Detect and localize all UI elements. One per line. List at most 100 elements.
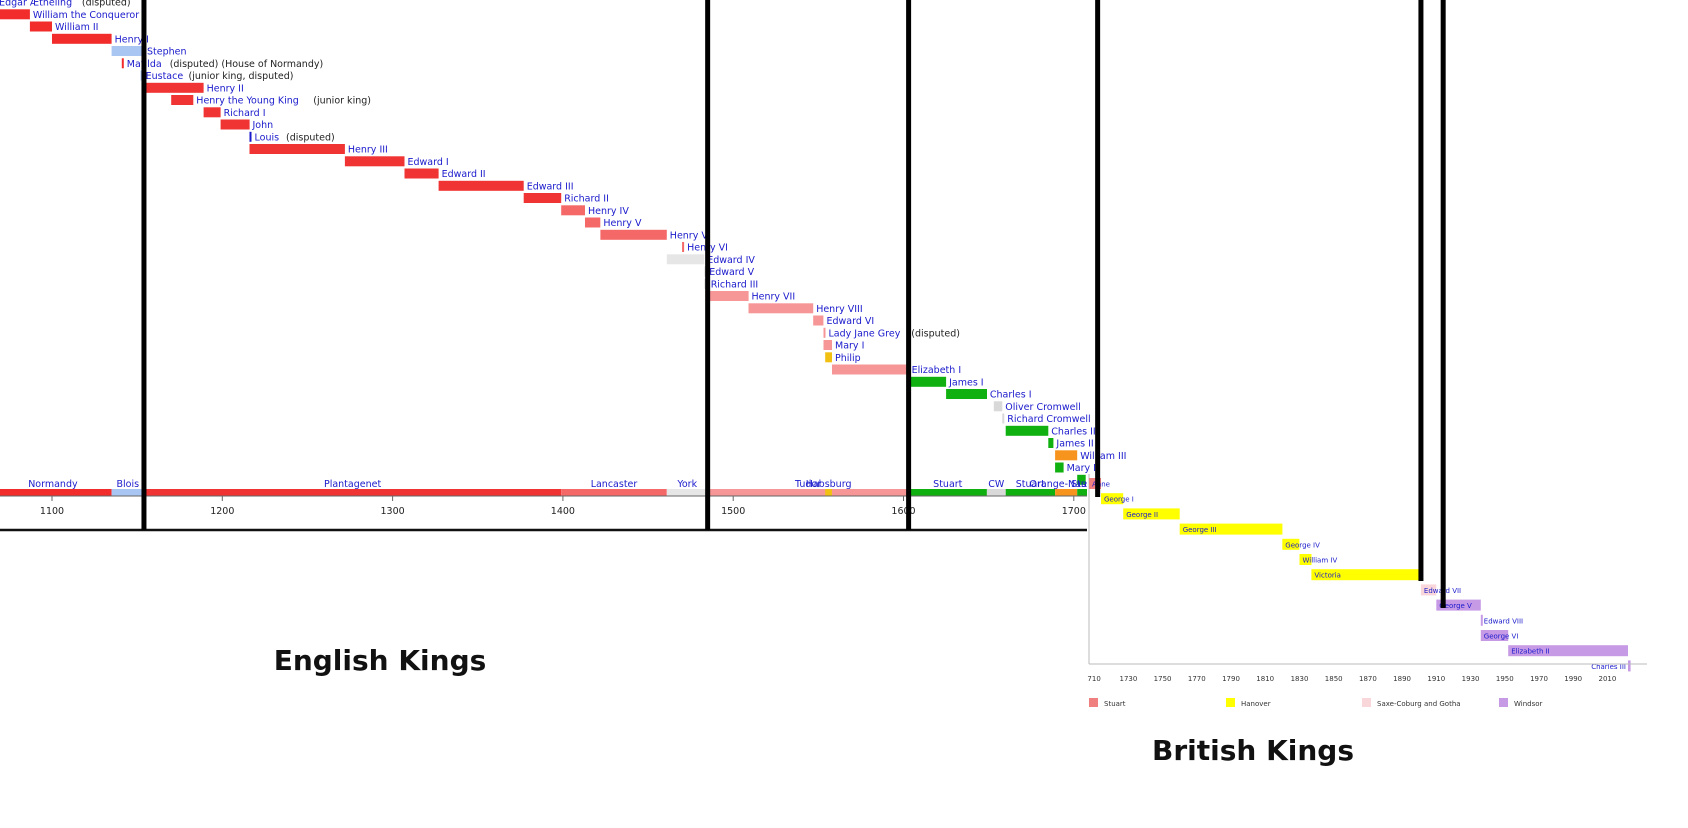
reign-label-henry-viii: Henry VIII — [816, 304, 862, 315]
british-reign-label-george-iii: George III — [1183, 526, 1217, 534]
english-tick-label-1700: 1700 — [1062, 506, 1086, 517]
reign-bar-william-ii — [29, 21, 52, 32]
british-reign-bar-elizabeth-ii — [1508, 645, 1628, 657]
reign-bar-henry-iii — [249, 144, 345, 154]
reign-bar-henry-vi — [600, 229, 667, 240]
reign-label-edward-v: Edward V — [709, 267, 754, 278]
reign-bar-henry-ii — [144, 82, 204, 93]
reign-label-henry-vii: Henry VII — [752, 292, 796, 303]
reign-label-stephen: Stephen — [147, 47, 187, 58]
reign-bar-edward-iv — [666, 254, 705, 265]
house-band-normandy — [0, 489, 112, 496]
british-tick-label: 1850 — [1325, 675, 1343, 683]
british-reign-label-george-v: George V — [1439, 602, 1472, 610]
british-reign-label-charles-iii: Charles III — [1591, 663, 1626, 671]
legend-label-windsor: Windsor — [1514, 700, 1543, 708]
british-reign-label-george-vi: George VI — [1484, 633, 1519, 641]
english-tick-label-1400: 1400 — [551, 506, 575, 517]
house-band-york — [666, 489, 708, 496]
british-reign-bar-george-ii — [1123, 508, 1180, 520]
reign-label-john: John — [252, 120, 274, 131]
english-tick-label-1300: 1300 — [381, 506, 405, 517]
house-label-cw: CW — [988, 479, 1005, 490]
reign-label-william-the-conqueror: William the Conqueror — [33, 10, 139, 21]
british-tick-label: 1970 — [1530, 675, 1548, 683]
reign-bar-lady-jane-grey — [823, 327, 826, 338]
reign-bar-henry-the-young-king — [171, 95, 194, 105]
reign-label-henry-the-young-king: Henry the Young King — [196, 96, 299, 107]
reign-label-edward-iv: Edward IV — [707, 255, 755, 266]
legend-swatch-windsor — [1499, 698, 1508, 707]
british-reign-bar-charles-iii — [1628, 660, 1631, 672]
house-band-tudor — [707, 489, 909, 496]
reign-label-james-i: James I — [948, 377, 984, 388]
british-reign-label-william-iv: William IV — [1303, 557, 1338, 565]
reign-label-richard-iii: Richard III — [711, 279, 759, 290]
house-band-orange-nassau — [1055, 489, 1078, 496]
english-kings-caption: English Kings — [274, 644, 487, 677]
reign-label-henry-v: Henry V — [603, 218, 642, 229]
reign-note-eustace: (junior king, disputed) — [189, 71, 294, 82]
reign-bar-john — [220, 119, 250, 130]
reign-label-elizabeth-i: Elizabeth I — [912, 365, 962, 376]
reign-bar-stephen — [111, 46, 144, 56]
era-dividers — [141, 0, 1446, 608]
house-label-orange-nassau: Orange-Nassau — [1029, 479, 1102, 490]
british-tick-label: 1950 — [1496, 675, 1514, 683]
reign-bar-charles-ii — [1005, 425, 1049, 436]
reign-bar-mary-ii — [1055, 462, 1064, 473]
reign-label-william-iii: William III — [1080, 451, 1126, 462]
house-band-stuart — [908, 489, 987, 496]
reign-bar-james-i — [908, 376, 947, 387]
reign-bar-henry-i — [52, 33, 112, 44]
reign-bar-william-the-conqueror — [0, 9, 30, 20]
house-band-habsburg — [825, 489, 832, 496]
house-label-plantagenet: Plantagenet — [324, 479, 381, 490]
house-label-normandy: Normandy — [28, 479, 78, 490]
reign-label-william-ii: William II — [55, 22, 98, 33]
reign-label-henry-vi: Henry VI — [670, 230, 711, 241]
reign-bar-william-iii — [1055, 450, 1078, 461]
reign-label-mary-ii: Mary II — [1067, 463, 1099, 474]
reign-bar-henry-vi — [682, 242, 685, 252]
legend-label-saxe-coburg-and-gotha: Saxe-Coburg and Gotha — [1377, 700, 1461, 708]
reign-label-richard-ii: Richard II — [564, 194, 609, 205]
reign-label-edward-i: Edward I — [408, 157, 449, 168]
reign-label-richard-i: Richard I — [224, 108, 266, 119]
reign-label-eustace: Eustace — [146, 71, 184, 82]
reign-bar-edward-ii — [404, 168, 439, 179]
reign-label-oliver-cromwell: Oliver Cromwell — [1005, 402, 1080, 413]
reign-bar-edward-iii — [438, 180, 524, 191]
reign-bar-richard-i — [203, 107, 221, 118]
reign-note-matilda: (disputed) (House of Normandy) — [170, 59, 324, 70]
british-reign-bar-victoria — [1311, 569, 1421, 581]
british-tick-label: 1830 — [1291, 675, 1309, 683]
house-label-lancaster: Lancaster — [591, 479, 638, 490]
reign-bar-henry-v — [585, 217, 601, 228]
reign-bar-edward-i — [344, 156, 405, 167]
reign-bar-elizabeth-i — [832, 364, 909, 375]
british-reign-label-victoria: Victoria — [1314, 572, 1341, 580]
reign-label-edgar-theling: Edgar Ætheling — [0, 0, 72, 9]
british-reign-label-george-ii: George II — [1126, 511, 1158, 519]
house-label-stuart: Stuart — [1016, 479, 1046, 490]
british-tick-label: 1810 — [1256, 675, 1274, 683]
house-band-cw — [986, 489, 1006, 496]
british-reign-bar-george-v — [1436, 599, 1481, 611]
british-tick-label: 1890 — [1393, 675, 1411, 683]
house-label-york: York — [676, 479, 697, 490]
reign-label-charles-i: Charles I — [990, 390, 1032, 401]
british-reign-label-anne: Anne — [1092, 481, 1110, 489]
reign-bar-charles-i — [946, 389, 987, 399]
british-reign-label-george-iv: George IV — [1285, 541, 1320, 549]
british-kings-caption: British Kings — [1152, 734, 1354, 767]
british-tick-label: 1990 — [1564, 675, 1582, 683]
english-tick-label-1600: 1600 — [891, 506, 915, 517]
house-band-stuart — [1005, 489, 1056, 496]
reign-label-henry-iv: Henry IV — [588, 206, 629, 217]
reign-label-charles-ii: Charles II — [1051, 426, 1095, 437]
reign-label-henry-iii: Henry III — [348, 145, 388, 156]
british-tick-label: 1930 — [1462, 675, 1480, 683]
british-reign-bar-george-i — [1101, 493, 1124, 505]
